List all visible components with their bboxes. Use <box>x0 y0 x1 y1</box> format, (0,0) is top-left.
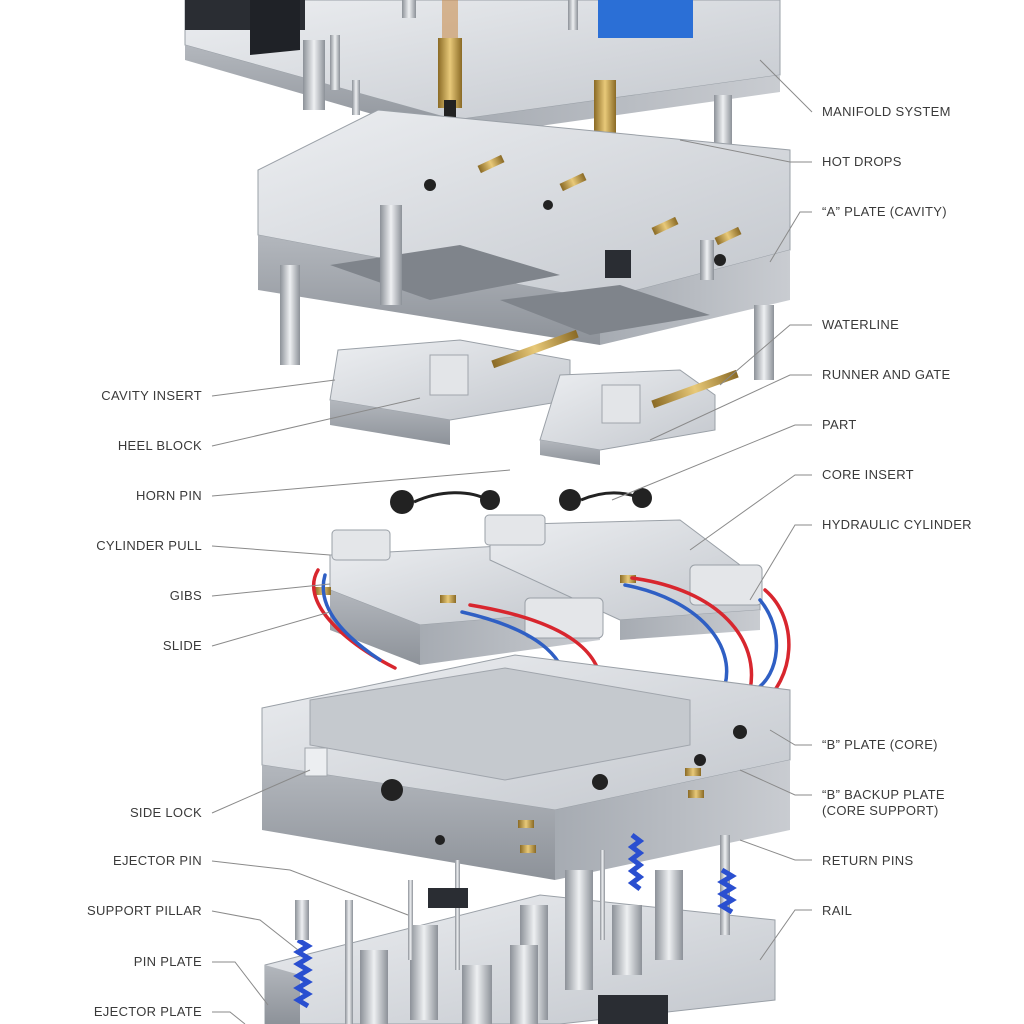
label-return-pins: RETURN PINS <box>822 853 914 868</box>
label-waterline: WATERLINE <box>822 317 900 332</box>
support-pillars <box>360 870 683 1024</box>
manifold-blue-panel <box>598 0 693 38</box>
cavity-insert-part <box>329 329 739 465</box>
molded-parts <box>390 488 652 514</box>
a-plate-cavity-part <box>257 109 791 380</box>
label-support-pillar: SUPPORT PILLAR <box>87 903 202 918</box>
slide-assembly <box>315 514 763 665</box>
ejector-section <box>264 833 776 1024</box>
label-runner-and-gate: RUNNER AND GATE <box>822 367 951 382</box>
label-side-lock: SIDE LOCK <box>129 805 202 820</box>
label-horn-pin: HORN PIN <box>136 488 202 503</box>
hydraulic-cylinder-front <box>524 597 604 639</box>
manifold-system-part <box>184 0 781 150</box>
label-cavity-insert: CAVITY INSERT <box>101 388 202 403</box>
label-ejector-pin: EJECTOR PIN <box>112 853 202 868</box>
label-core-support: (CORE SUPPORT) <box>822 803 939 818</box>
b-plate-core-part <box>261 654 791 880</box>
hydraulic-cylinder-right <box>689 564 763 606</box>
return-pins <box>293 833 737 1009</box>
label-slide: SLIDE <box>162 638 202 653</box>
label-rail: RAIL <box>822 903 853 918</box>
label-heel-block: HEEL BLOCK <box>117 438 202 453</box>
label-a-plate-cavity: “A” PLATE (CAVITY) <box>822 204 947 219</box>
label-hot-drops: HOT DROPS <box>822 154 902 169</box>
label-pin-plate: PIN PLATE <box>133 954 202 969</box>
label-core-insert: CORE INSERT <box>822 467 914 482</box>
label-hydraulic-cylinder: HYDRAULIC CYLINDER <box>822 517 972 532</box>
hydraulic-cylinder-left <box>331 529 391 561</box>
label-part: PART <box>822 417 857 432</box>
label-b-plate-core: “B” PLATE (CORE) <box>822 737 938 752</box>
label-gibs: GIBS <box>169 588 202 603</box>
label-ejector-plate: EJECTOR PLATE <box>93 1004 202 1019</box>
label-cylinder-pull: CYLINDER PULL <box>96 538 202 553</box>
side-lock-block <box>304 747 328 777</box>
leader-lines <box>211 59 813 1024</box>
label-manifold-system: MANIFOLD SYSTEM <box>822 104 951 119</box>
label-b-backup-plate: “B” BACKUP PLATE <box>822 787 945 802</box>
